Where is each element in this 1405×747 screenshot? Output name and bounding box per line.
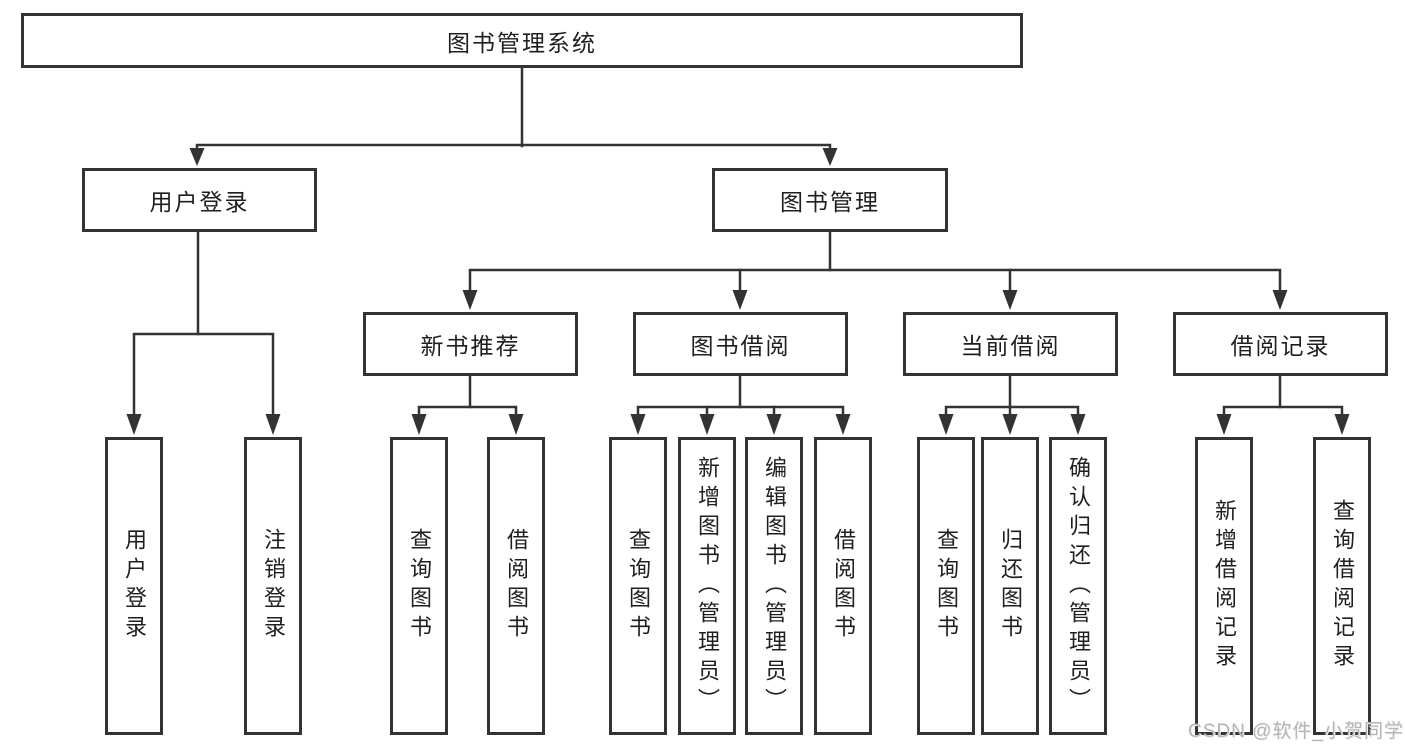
leaf-logout: 注销登录 bbox=[244, 437, 302, 735]
leaf-add-borrow-record: 新增借阅记录 bbox=[1195, 437, 1253, 735]
leaf-query-borrow-record: 查询借阅记录 bbox=[1313, 437, 1371, 735]
leaf-user-login: 用户登录 bbox=[105, 437, 163, 735]
arrowheads bbox=[126, 148, 1350, 435]
watermark-text: CSDN @软件_小贺同学 bbox=[1188, 721, 1404, 742]
leaf-add-books-admin: 新增图书（管理员） bbox=[678, 437, 736, 735]
node-root-system: 图书管理系统 bbox=[21, 13, 1023, 68]
leaf-query-books-recommend: 查询图书 bbox=[390, 437, 448, 735]
node-book-management: 图书管理 bbox=[712, 168, 948, 232]
node-book-borrow: 图书借阅 bbox=[633, 312, 848, 376]
node-user-login: 用户登录 bbox=[82, 168, 317, 232]
node-borrow-records: 借阅记录 bbox=[1173, 312, 1388, 376]
node-new-book-recommend: 新书推荐 bbox=[363, 312, 578, 376]
leaf-return-books: 归还图书 bbox=[981, 437, 1039, 735]
leaf-query-books-borrow: 查询图书 bbox=[609, 437, 667, 735]
leaf-confirm-return-admin: 确认归还（管理员） bbox=[1049, 437, 1107, 735]
leaf-borrow-books: 借阅图书 bbox=[814, 437, 872, 735]
leaf-edit-books-admin: 编辑图书（管理员） bbox=[745, 437, 803, 735]
leaf-query-books-current: 查询图书 bbox=[917, 437, 975, 735]
leaf-borrow-books-recommend: 借阅图书 bbox=[487, 437, 545, 735]
node-current-borrow: 当前借阅 bbox=[903, 312, 1118, 376]
